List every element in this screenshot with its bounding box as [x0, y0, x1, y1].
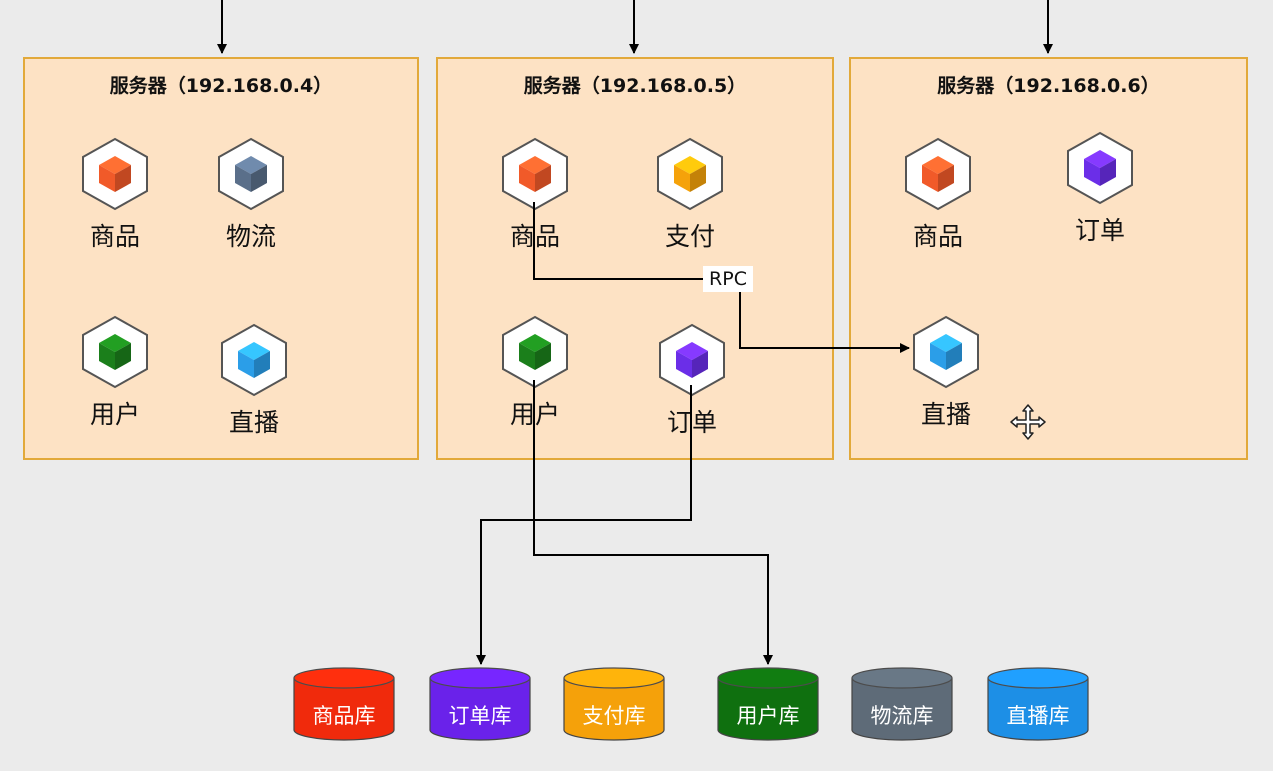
service-goods[interactable]: 商品 [475, 137, 595, 253]
service-live[interactable]: 直播 [194, 323, 314, 439]
service-label: 直播 [228, 408, 279, 437]
move-cursor-icon [1009, 403, 1047, 445]
service-payment[interactable]: 支付 [630, 137, 750, 253]
cube-icon [657, 323, 727, 397]
database-label: 物流库 [870, 704, 934, 728]
database-label: 直播库 [1006, 704, 1070, 728]
cube-icon [216, 137, 286, 211]
service-label: 订单 [1074, 216, 1125, 245]
service-label: 商品 [912, 222, 963, 251]
server-box-2: 服务器（192.168.0.5） 商品 支付 用户 订单 [436, 57, 834, 460]
cube-icon [903, 137, 973, 211]
database-label: 订单库 [448, 704, 512, 728]
cube-icon [1065, 131, 1135, 205]
database-label: 用户库 [736, 704, 800, 728]
service-goods[interactable]: 商品 [878, 137, 998, 253]
service-goods[interactable]: 商品 [55, 137, 175, 253]
service-label: 商品 [89, 222, 140, 251]
database-live[interactable]: 直播库 [986, 666, 1090, 742]
server-box-3: 服务器（192.168.0.6） 商品 订单 直播 [849, 57, 1248, 460]
service-label: 物流 [225, 222, 276, 251]
cube-icon [500, 315, 570, 389]
service-user[interactable]: 用户 [55, 315, 175, 431]
server-title: 服务器（192.168.0.4） [109, 75, 333, 97]
database-order[interactable]: 订单库 [428, 666, 532, 742]
service-label: 用户 [509, 400, 560, 429]
service-user[interactable]: 用户 [475, 315, 595, 431]
database-label: 支付库 [582, 704, 646, 728]
service-live[interactable]: 直播 [886, 315, 1006, 431]
database-goods[interactable]: 商品库 [292, 666, 396, 742]
service-label: 用户 [89, 400, 140, 429]
service-label: 直播 [920, 400, 971, 429]
service-logistics[interactable]: 物流 [191, 137, 311, 253]
cube-icon [655, 137, 725, 211]
service-label: 支付 [664, 222, 715, 251]
cube-icon [80, 315, 150, 389]
rpc-label: RPC [703, 266, 753, 292]
database-user[interactable]: 用户库 [716, 666, 820, 742]
server-box-1: 服务器（192.168.0.4） 商品 物流 用户 直播 [23, 57, 419, 460]
cube-icon [911, 315, 981, 389]
database-label: 商品库 [312, 704, 376, 728]
service-label: 订单 [666, 408, 717, 437]
cube-icon [500, 137, 570, 211]
cube-icon [80, 137, 150, 211]
service-order[interactable]: 订单 [632, 323, 752, 439]
database-payment[interactable]: 支付库 [562, 666, 666, 742]
server-title: 服务器（192.168.0.6） [937, 75, 1160, 97]
service-order[interactable]: 订单 [1040, 131, 1160, 247]
database-logistics[interactable]: 物流库 [850, 666, 954, 742]
service-label: 商品 [509, 222, 560, 251]
server-title: 服务器（192.168.0.5） [523, 75, 747, 97]
cube-icon [219, 323, 289, 397]
